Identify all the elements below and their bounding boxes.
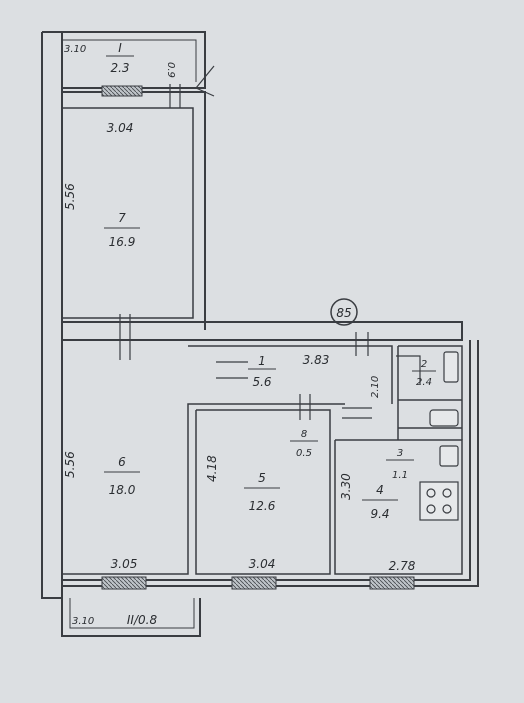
door-marks [119, 65, 421, 420]
balcony-top-number: I [118, 41, 122, 55]
toilet-icon [439, 445, 459, 467]
room-4-length: 3.30 [339, 473, 353, 500]
balcony-top-width: 3.10 [64, 44, 86, 55]
room-7-area: 16.9 [109, 235, 136, 249]
room-8-number: 8 [301, 429, 307, 440]
room-5-number: 5 [258, 471, 266, 485]
window-room-4 [369, 576, 415, 590]
room-3-area: 1.1 [392, 470, 408, 481]
window-room-5 [231, 576, 277, 590]
room-5-width: 3.04 [249, 557, 276, 571]
bathtub-icon [443, 351, 459, 383]
building-number: 85 [336, 306, 351, 320]
room-5-length: 4.18 [205, 455, 219, 482]
room-6-number: 6 [118, 455, 126, 469]
room-4-width: 2.78 [389, 559, 416, 573]
room-1-area: 5.6 [252, 375, 271, 389]
room-2-number: 2 [421, 359, 427, 370]
window-room-6 [101, 576, 147, 590]
sink-icon [429, 409, 459, 427]
walls [41, 31, 479, 637]
balcony-top-area: 2.3 [110, 61, 129, 75]
room-1-width: 3.83 [303, 353, 330, 367]
building-number-circle [330, 298, 358, 326]
room-6-width: 3.05 [111, 557, 138, 571]
fixtures [419, 351, 459, 521]
room-8-area: 0.5 [296, 448, 312, 459]
room-1-number: 1 [258, 354, 266, 368]
window-room-7 [101, 85, 143, 97]
room-6-length: 5.56 [63, 451, 77, 478]
room-5-area: 12.6 [249, 499, 276, 513]
room-4-area: 9.4 [370, 507, 389, 521]
room-7-length: 5.56 [63, 183, 77, 210]
balcony-top-depth: 0.9 [165, 62, 176, 78]
room-2-area: 2.4 [416, 377, 432, 388]
room-2-width: 2.10 [370, 376, 381, 398]
balcony-bottom-width: 3.10 [72, 616, 94, 627]
room-4-number: 4 [376, 483, 384, 497]
room-6-area: 18.0 [109, 483, 136, 497]
windows [101, 85, 415, 590]
room-7-width: 3.04 [107, 121, 134, 135]
stove-icon [419, 481, 459, 521]
room-3-number: 3 [397, 448, 403, 459]
balcony-bottom-label: II/0.8 [127, 613, 158, 627]
room-7-number: 7 [118, 211, 126, 225]
